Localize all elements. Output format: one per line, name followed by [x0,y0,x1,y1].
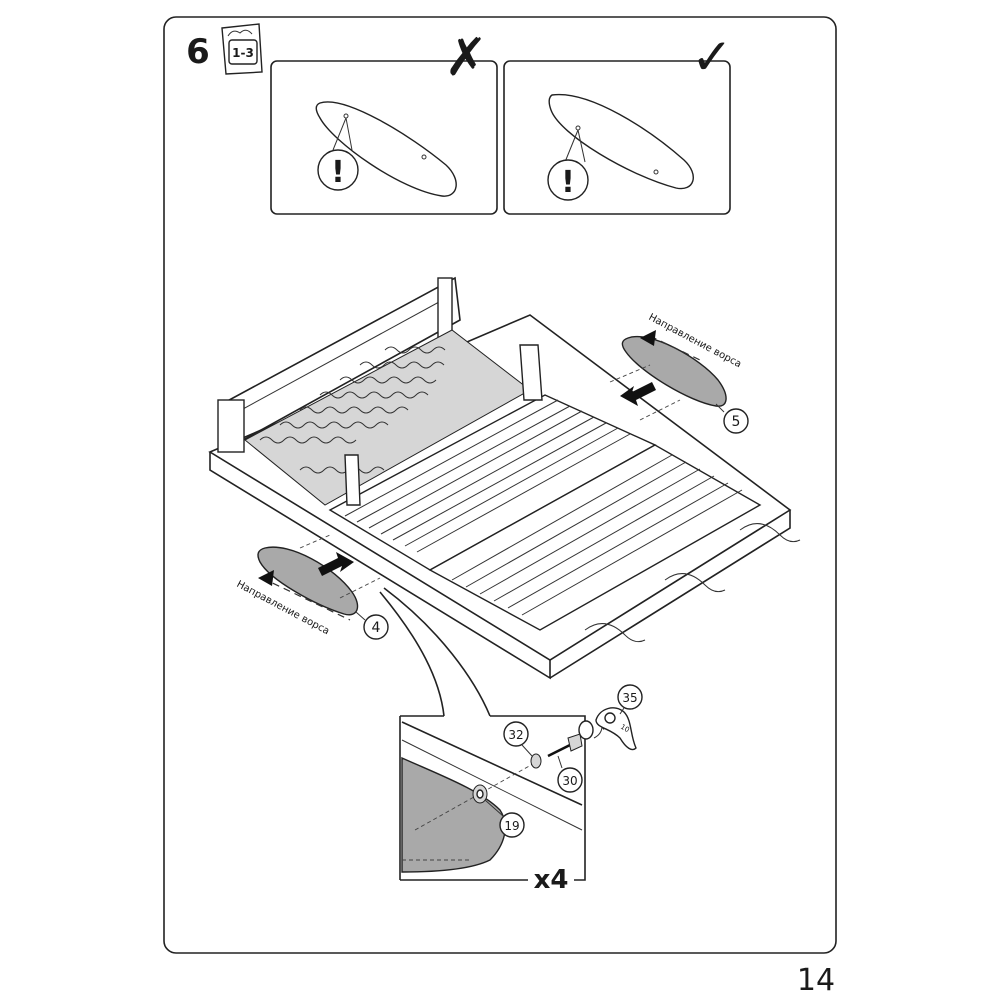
callout-panel-left [363,614,389,640]
warning-icon: ! [317,149,359,191]
side-panel-right: Направление ворса 5 [609,312,749,434]
bed-frame-illustration [208,276,801,680]
cross-mark-icon: ✗ [444,28,488,88]
callout-spacer-label: 19 [504,819,519,833]
callout-panel-left-label: 4 [372,620,381,636]
bolt-icon [547,733,583,758]
people-badge-icon: 1-3 [221,23,263,75]
zoom-leader-right [383,587,491,717]
page-number: 14 [797,963,835,998]
page-frame [163,16,837,954]
correct-orientation-panel: ! ✓ [503,28,733,215]
callout-spacer [499,812,525,838]
callout-key [617,684,643,710]
callout-panel-right-label: 5 [732,414,741,430]
callout-panel-right [723,408,749,434]
check-mark-icon: ✓ [691,28,733,86]
callout-bolt-label: 30 [562,774,577,788]
incorrect-orientation-panel: ! ✗ [270,28,498,215]
side-panel-left: Направление ворса 4 [235,534,389,640]
detail-inset: 19 32 30 10 35 x4 [399,684,643,895]
hex-key-icon: 10 [595,707,637,751]
key-size-mark: 10 [619,723,631,734]
push-arrow-icon [318,552,354,576]
warning-glyph: ! [561,165,575,200]
pile-direction-arrow-icon [640,330,656,346]
washer-icon [530,753,542,769]
push-arrow-icon [620,382,656,406]
callout-key-label: 35 [622,691,637,705]
callout-washer-label: 32 [508,728,523,742]
quantity-label: x4 [534,865,569,895]
washer-icon [472,784,488,804]
callout-bolt [557,767,583,793]
callout-washer [503,721,529,747]
warning-glyph: ! [331,155,345,190]
step-number: 6 [186,32,210,72]
warning-icon: ! [547,159,589,201]
zoom-leader-left [379,591,445,717]
pile-direction-arrow-icon [258,570,274,586]
people-count-label: 1-3 [232,46,254,60]
